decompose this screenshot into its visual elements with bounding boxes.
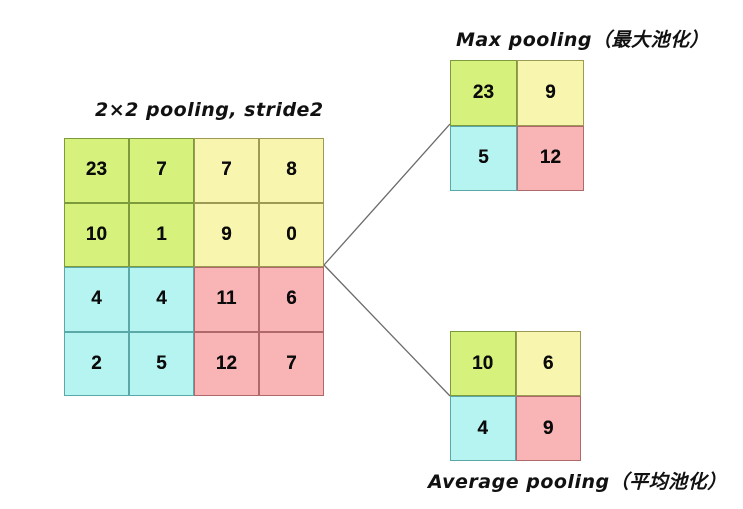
average-pooling-cell: 6 [515, 331, 581, 396]
input-grid-cell: 8 [259, 138, 324, 203]
average-pooling-cell: 9 [515, 396, 581, 461]
input-grid-cell: 6 [259, 267, 324, 332]
input-grid-cell: 7 [194, 138, 259, 203]
input-grid-cell: 2 [64, 331, 129, 396]
input-grid-cell: 4 [64, 267, 129, 332]
input-grid-cell: 11 [194, 267, 259, 332]
input-grid-cell: 0 [259, 202, 324, 267]
max-pooling-cell: 9 [517, 60, 584, 126]
input-grid-cell: 4 [129, 267, 194, 332]
max-pooling-title: Max pooling（最大池化） [456, 29, 709, 51]
max-pooling-cell: 12 [517, 125, 584, 191]
input-grid-cell: 10 [64, 202, 129, 267]
average-pooling-cell: 10 [450, 331, 516, 396]
input-grid-cell: 23 [64, 138, 129, 203]
input-grid-cell: 7 [259, 331, 324, 396]
input-grid-cell: 12 [194, 331, 259, 396]
average-pooling-title: Average pooling（平均池化） [428, 471, 727, 493]
connector-input-to-max [323, 123, 451, 266]
input-grid-cell: 7 [129, 138, 194, 203]
input-grid-cell: 5 [129, 331, 194, 396]
input-grid-title: 2×2 pooling, stride2 [95, 99, 324, 121]
average-pooling-cell: 4 [450, 396, 516, 461]
max-pooling-cell: 5 [450, 125, 517, 191]
input-grid-cell: 1 [129, 202, 194, 267]
connector-input-to-average [323, 264, 451, 397]
input-grid-cell: 9 [194, 202, 259, 267]
max-pooling-cell: 23 [450, 60, 517, 126]
